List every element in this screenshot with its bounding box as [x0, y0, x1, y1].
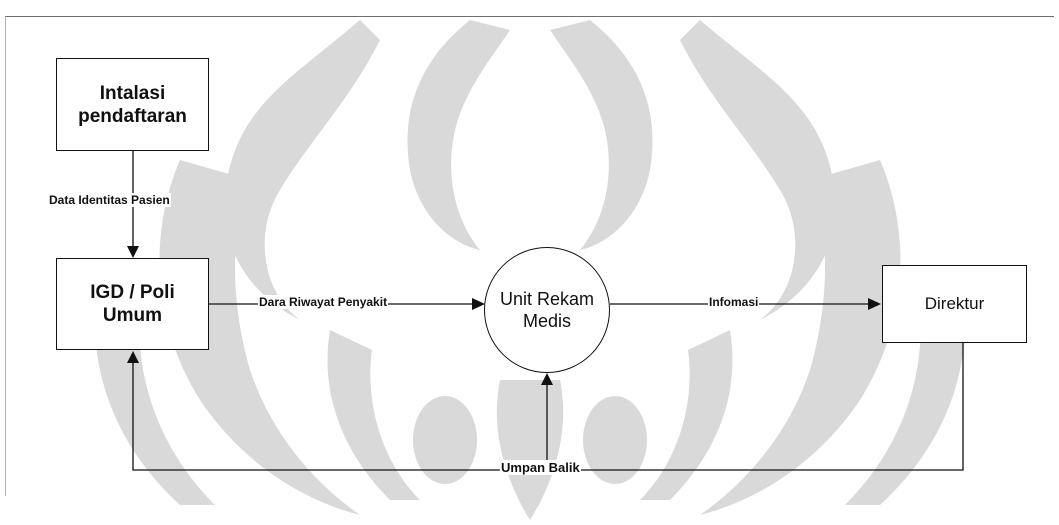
node-instalasi-line1: Intalasi — [99, 82, 166, 104]
flow-label-data-identitas: Data Identitas Pasien — [48, 193, 171, 207]
process-urm-line2: Medis — [522, 311, 571, 331]
node-instalasi-pendaftaran: Intalasi pendaftaran — [56, 58, 209, 151]
arrowhead-down-igd — [127, 246, 139, 258]
node-direktur: Direktur — [882, 265, 1027, 343]
flow-label-informasi: Infomasi — [708, 295, 760, 309]
node-direktur-label: Direktur — [924, 294, 985, 313]
arrowhead-up-urm — [541, 373, 553, 385]
node-igd-line1: IGD / Poli — [90, 282, 175, 303]
flow-label-umpan-balik: Umpan Balik — [500, 460, 581, 475]
arrowhead-right-urm — [472, 298, 485, 310]
flow-label-riwayat-penyakit: Dara Riwayat Penyakit — [258, 295, 389, 309]
diagram-frame — [5, 16, 1054, 496]
node-igd-line2: Umum — [102, 305, 163, 326]
process-unit-rekam-medis: Unit Rekam Medis — [484, 247, 610, 373]
arrowhead-up-igd — [127, 351, 139, 363]
node-igd-poli-umum: IGD / Poli Umum — [56, 258, 209, 350]
arrowhead-right-direktur — [868, 298, 881, 310]
node-instalasi-line2: pendaftaran — [78, 105, 187, 127]
process-urm-line1: Unit Rekam — [499, 289, 595, 309]
